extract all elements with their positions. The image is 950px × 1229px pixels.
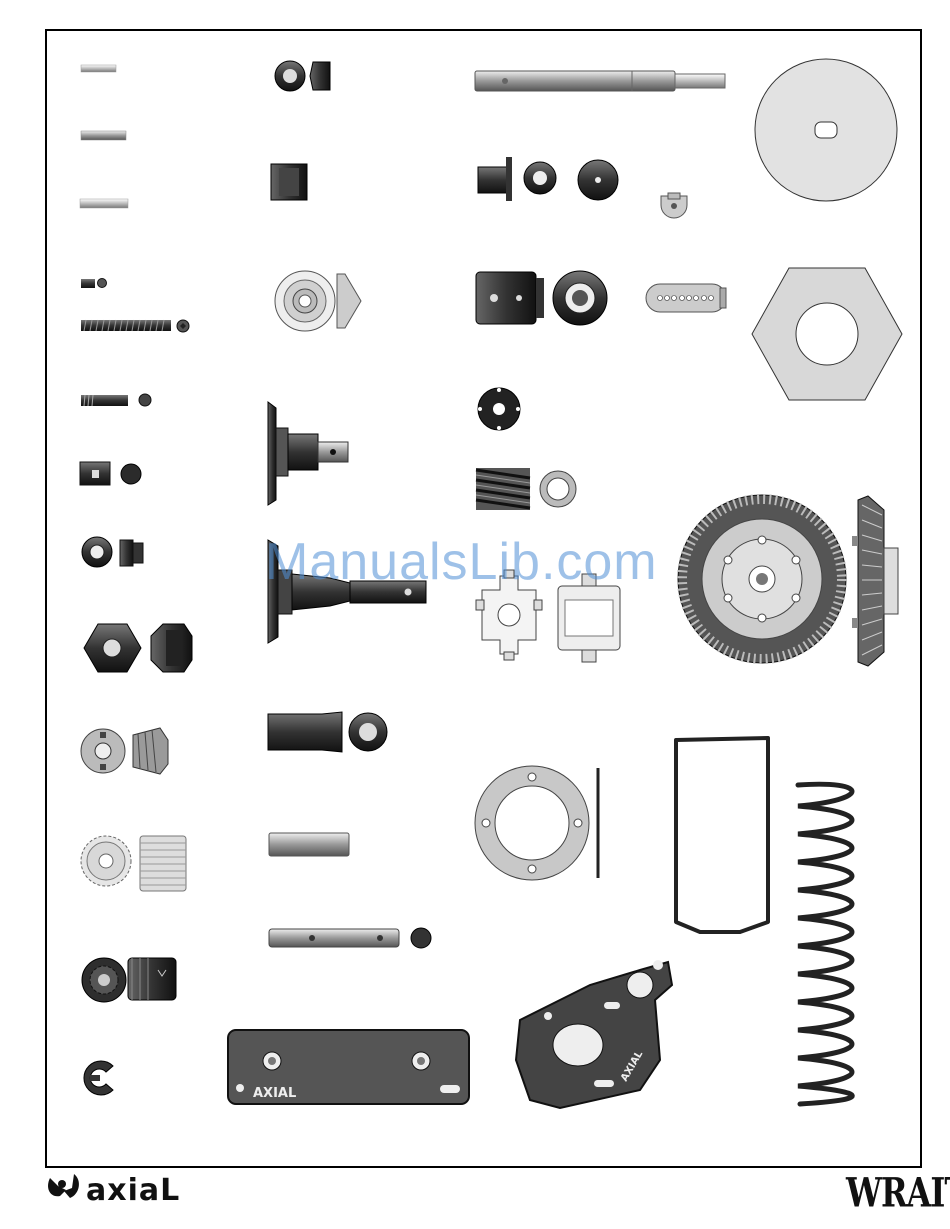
bearing-cup <box>275 271 361 331</box>
pin-short <box>81 65 116 72</box>
e-clip <box>84 1061 113 1095</box>
pin-medium <box>81 131 126 140</box>
steel-rod <box>269 833 349 856</box>
coil-spring <box>798 784 852 1104</box>
pin-long <box>80 199 128 208</box>
square-nut <box>80 462 141 485</box>
input-shaft <box>475 71 725 91</box>
motor-plate-dark: AXIAL <box>516 960 672 1108</box>
ring-gear <box>678 495 846 663</box>
pinion-gear-dark <box>82 958 176 1002</box>
spacer-spool <box>271 164 307 200</box>
round-washer-plate <box>755 59 897 201</box>
axial-logo-icon <box>48 1174 79 1198</box>
small-insert <box>661 193 687 218</box>
body-band <box>676 738 768 932</box>
hex-plate <box>752 268 902 400</box>
driveshaft-cup <box>268 712 387 752</box>
spring-and-washer <box>476 468 576 510</box>
set-screw-long <box>81 320 189 332</box>
hinge-pin <box>269 928 431 948</box>
set-screw-small <box>81 279 107 289</box>
flanged-bushing-small <box>275 61 330 91</box>
slipper-plate <box>646 284 726 312</box>
rod-end <box>478 157 618 201</box>
motor-mount-plate: AXIAL <box>228 1030 469 1104</box>
bushing <box>82 537 143 567</box>
pinion-gear-small <box>81 728 168 774</box>
wraith-product-text: WRAITH <box>846 1169 950 1217</box>
outdrive-short <box>268 402 348 505</box>
output-cup-bearing <box>476 271 607 325</box>
clutch-disc <box>478 388 520 430</box>
hex-hub <box>84 624 192 672</box>
watermark-text: ManualsLib.com <box>265 532 658 592</box>
diff-gasket <box>475 766 598 880</box>
screw-pin <box>81 394 151 406</box>
plate-logo-text: AXIAL <box>253 1086 296 1101</box>
axial-brand-text: axiaL <box>86 1173 180 1208</box>
spur-gear <box>81 836 186 891</box>
ring-gear-side <box>852 496 898 666</box>
